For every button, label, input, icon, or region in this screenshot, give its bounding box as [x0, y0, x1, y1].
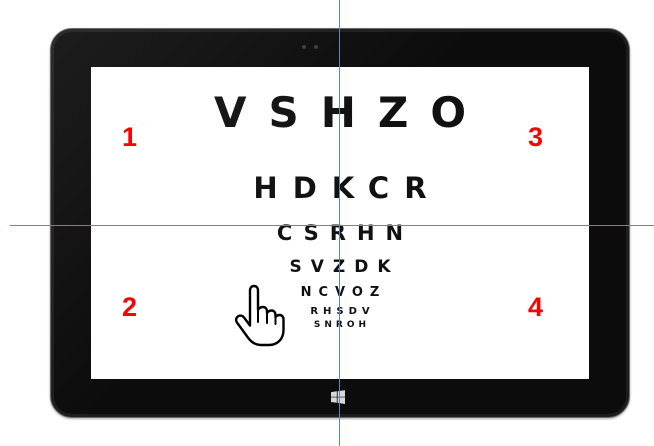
- quadrant-label-1: 1: [122, 122, 137, 152]
- eye-chart-row-5: NCVOZ: [91, 285, 589, 301]
- eye-chart-row-2: HDKCR: [91, 171, 589, 205]
- quadrant-label-3: 3: [528, 122, 543, 152]
- eye-chart-row-7: SNROH: [91, 320, 589, 331]
- vertical-guide-line: [339, 0, 340, 446]
- tablet-device: VSHZO HDKCR CSRHN SVZDK NCVOZ RHSDV SNRO…: [50, 28, 630, 418]
- eye-chart-row-4: SVZDK: [91, 257, 589, 277]
- eye-chart-row-3: CSRHN: [91, 220, 589, 246]
- windows-start-button[interactable]: [331, 390, 345, 404]
- hand-pointer-icon: [232, 282, 286, 348]
- quadrant-label-4: 4: [528, 292, 543, 322]
- eye-chart-row-6: RHSDV: [91, 306, 589, 318]
- eye-chart-row-1: VSHZO: [91, 89, 589, 137]
- quadrant-label-2: 2: [122, 292, 137, 322]
- front-camera: [302, 45, 306, 49]
- light-sensor: [314, 45, 318, 49]
- tablet-screen[interactable]: VSHZO HDKCR CSRHN SVZDK NCVOZ RHSDV SNRO…: [91, 67, 589, 379]
- windows-logo-icon: [331, 390, 345, 404]
- horizontal-guide-line: [10, 225, 654, 226]
